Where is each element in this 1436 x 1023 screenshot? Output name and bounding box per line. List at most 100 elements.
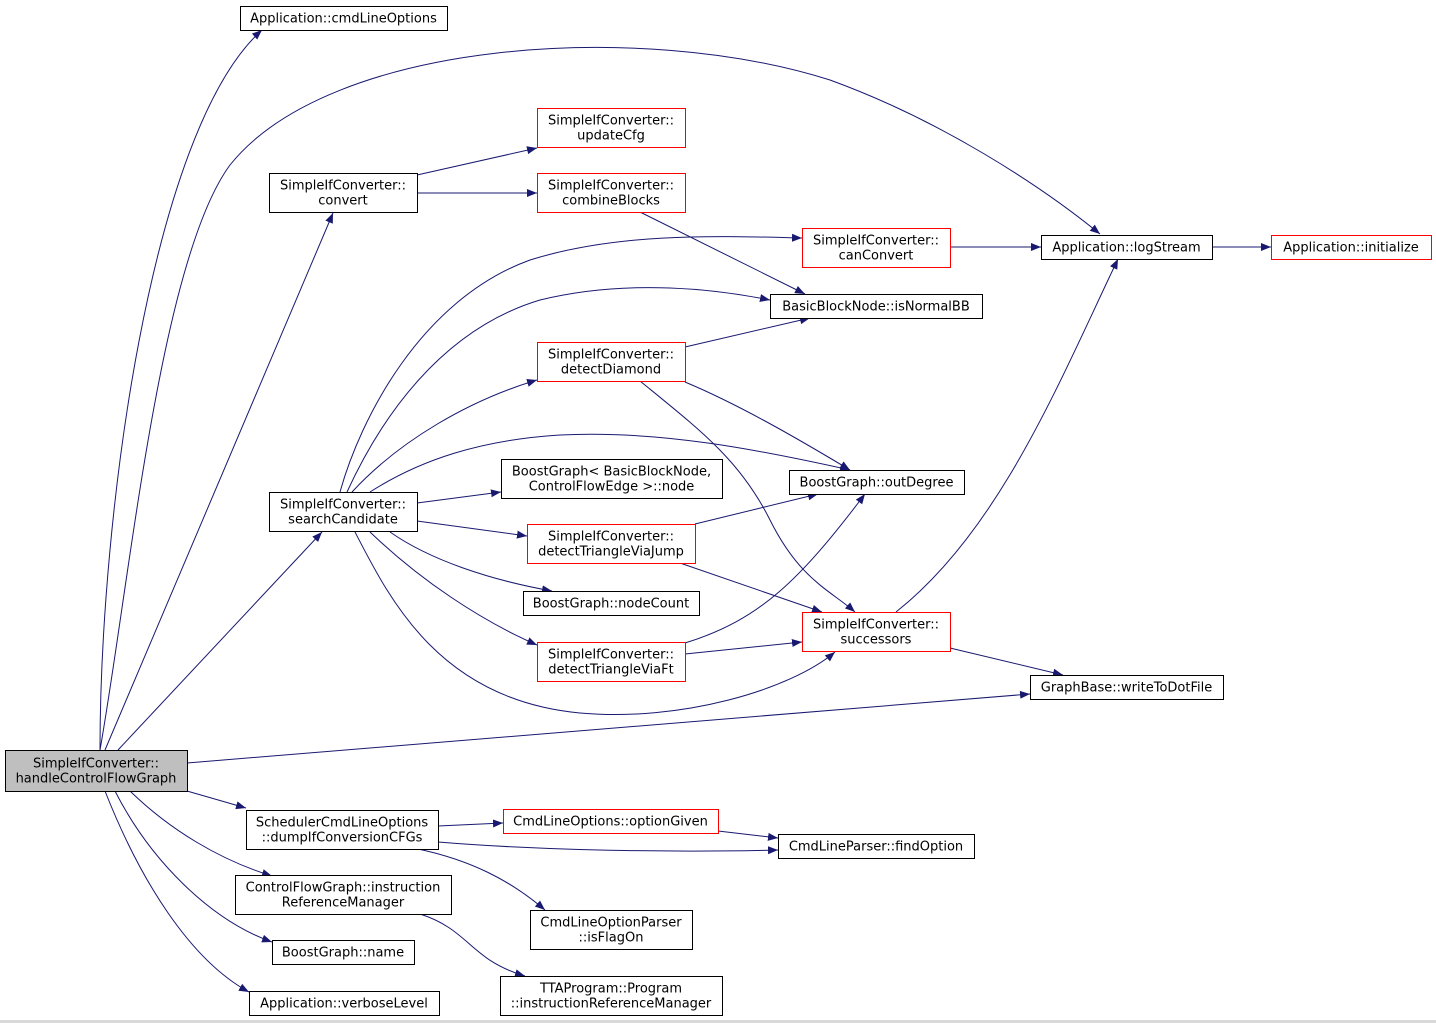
edge-line: [684, 316, 811, 348]
node-box[interactable]: [778, 834, 975, 859]
edge-root-to-cmdLineOptions: [99, 29, 263, 751]
node-optionGiven[interactable]: CmdLineOptions::optionGiven: [503, 809, 719, 834]
node-bgNode[interactable]: BoostGraph< BasicBlockNode,ControlFlowEd…: [501, 459, 723, 499]
edge-line: [684, 639, 803, 655]
node-box[interactable]: [1030, 675, 1224, 700]
edge-line: [186, 790, 247, 810]
node-label-line: ::dumpIfConversionCFGs: [262, 831, 423, 846]
node-box[interactable]: [5, 750, 188, 792]
node-label-line: SimpleIfConverter::: [280, 498, 406, 513]
node-updateCfg[interactable]: SimpleIfConverter::updateCfg: [537, 108, 686, 148]
node-searchCandidate[interactable]: SimpleIfConverter::searchCandidate: [269, 492, 418, 532]
edge-line: [949, 647, 1064, 677]
node-box[interactable]: [269, 492, 418, 532]
edge-optionGiven-to-findOption: [717, 830, 779, 841]
node-box[interactable]: [501, 459, 723, 499]
node-instrRefMgr[interactable]: ControlFlowGraph::instructionReferenceMa…: [235, 875, 452, 915]
node-cmdLineOptions[interactable]: Application::cmdLineOptions: [240, 6, 448, 31]
node-bgName[interactable]: BoostGraph::name: [272, 940, 415, 965]
node-box[interactable]: [269, 173, 418, 213]
node-outDegree[interactable]: BoostGraph::outDegree: [789, 470, 965, 495]
edge-line: [639, 211, 806, 295]
node-box[interactable]: [500, 976, 723, 1016]
node-box[interactable]: [537, 642, 686, 682]
node-label-line: CmdLineOptions::optionGiven: [513, 815, 708, 830]
node-label-line: ::isFlagOn: [579, 931, 644, 946]
edge-line: [99, 29, 263, 751]
node-label-line: BoostGraph::nodeCount: [533, 597, 689, 612]
node-label-line: BoostGraph::name: [282, 946, 404, 961]
node-box[interactable]: [1271, 235, 1432, 260]
node-nodeCount[interactable]: BoostGraph::nodeCount: [523, 591, 700, 616]
node-label-line: TTAProgram::Program: [539, 982, 682, 997]
node-convert[interactable]: SimpleIfConverter::convert: [269, 173, 418, 213]
edge-line: [346, 287, 771, 493]
node-dumpIfConv[interactable]: SchedulerCmdLineOptions::dumpIfConversio…: [246, 810, 439, 850]
edge-line: [679, 562, 823, 613]
node-initialize[interactable]: Application::initialize: [1271, 235, 1432, 260]
node-verboseLevel[interactable]: Application::verboseLevel: [249, 991, 440, 1016]
node-box[interactable]: [240, 6, 448, 31]
node-box[interactable]: [789, 470, 965, 495]
edge-searchCandidate-to-triFt: [369, 531, 538, 646]
edge-combineBlocks-to-isNormalBB: [639, 211, 806, 295]
edge-root-to-writeToDotFile: [186, 690, 1031, 764]
node-box[interactable]: [523, 591, 700, 616]
node-box[interactable]: [235, 875, 452, 915]
edge-searchCandidate-to-bgNode: [416, 489, 502, 504]
node-successors[interactable]: SimpleIfConverter::successors: [802, 612, 951, 652]
edge-searchCandidate-to-detectDiamond: [351, 379, 538, 493]
node-box[interactable]: [537, 173, 686, 213]
node-box[interactable]: [802, 612, 951, 652]
node-isFlagOn[interactable]: CmdLineOptionParser::isFlagOn: [530, 910, 693, 950]
edge-searchCandidate-to-nodeCount: [389, 531, 553, 594]
edge-line: [416, 146, 538, 176]
node-label-line: ::instructionReferenceManager: [511, 997, 712, 1012]
node-box[interactable]: [272, 940, 415, 965]
node-box[interactable]: [503, 809, 719, 834]
node-triFt[interactable]: SimpleIfConverter::detectTriangleViaFt: [537, 642, 686, 682]
node-label-line: SimpleIfConverter::: [280, 179, 406, 194]
node-combineBlocks[interactable]: SimpleIfConverter::combineBlocks: [537, 173, 686, 213]
edge-line: [369, 531, 538, 646]
edges-layer: [99, 29, 1271, 993]
node-progIRM[interactable]: TTAProgram::Program::instructionReferenc…: [500, 976, 723, 1016]
edge-dumpIfConv-to-findOption: [437, 841, 779, 855]
node-label-line: SimpleIfConverter::: [548, 179, 674, 194]
node-triJump[interactable]: SimpleIfConverter::detectTriangleViaJump: [527, 524, 696, 564]
node-label-line: ControlFlowGraph::instruction: [246, 881, 441, 896]
edge-dumpIfConv-to-optionGiven: [437, 819, 504, 828]
node-box[interactable]: [770, 294, 983, 319]
node-box[interactable]: [1041, 235, 1213, 260]
node-writeToDotFile[interactable]: GraphBase::writeToDotFile: [1030, 675, 1224, 700]
node-box[interactable]: [530, 910, 693, 950]
node-label-line: SimpleIfConverter::: [548, 530, 674, 545]
node-box[interactable]: [802, 228, 951, 268]
edge-line: [416, 489, 502, 504]
node-logStream[interactable]: Application::logStream: [1041, 235, 1213, 260]
edge-line: [186, 690, 1031, 764]
node-label-line: searchCandidate: [288, 513, 398, 528]
node-label-line: SimpleIfConverter::: [548, 648, 674, 663]
node-box[interactable]: [537, 342, 686, 382]
node-box[interactable]: [249, 991, 440, 1016]
node-findOption[interactable]: CmdLineParser::findOption: [778, 834, 975, 859]
node-box[interactable]: [537, 108, 686, 148]
node-label-line: SimpleIfConverter::: [813, 234, 939, 249]
node-label-line: Application::logStream: [1052, 241, 1200, 256]
edge-searchCandidate-to-triJump: [416, 520, 528, 539]
node-label-line: SimpleIfConverter::: [548, 114, 674, 129]
edge-line: [417, 848, 546, 911]
node-box[interactable]: [246, 810, 439, 850]
node-label-line: ReferenceManager: [282, 896, 405, 911]
node-root[interactable]: SimpleIfConverter::handleControlFlowGrap…: [5, 750, 188, 792]
node-isNormalBB[interactable]: BasicBlockNode::isNormalBB: [770, 294, 983, 319]
edge-line: [117, 531, 323, 751]
node-box[interactable]: [527, 524, 696, 564]
edge-root-to-bgName: [114, 790, 273, 943]
edge-detectDiamond-to-successors: [639, 380, 856, 613]
node-detectDiamond[interactable]: SimpleIfConverter::detectDiamond: [537, 342, 686, 382]
node-label-line: SimpleIfConverter::: [33, 757, 159, 772]
node-canConvert[interactable]: SimpleIfConverter::canConvert: [802, 228, 951, 268]
node-label-line: detectTriangleViaFt: [548, 663, 673, 678]
